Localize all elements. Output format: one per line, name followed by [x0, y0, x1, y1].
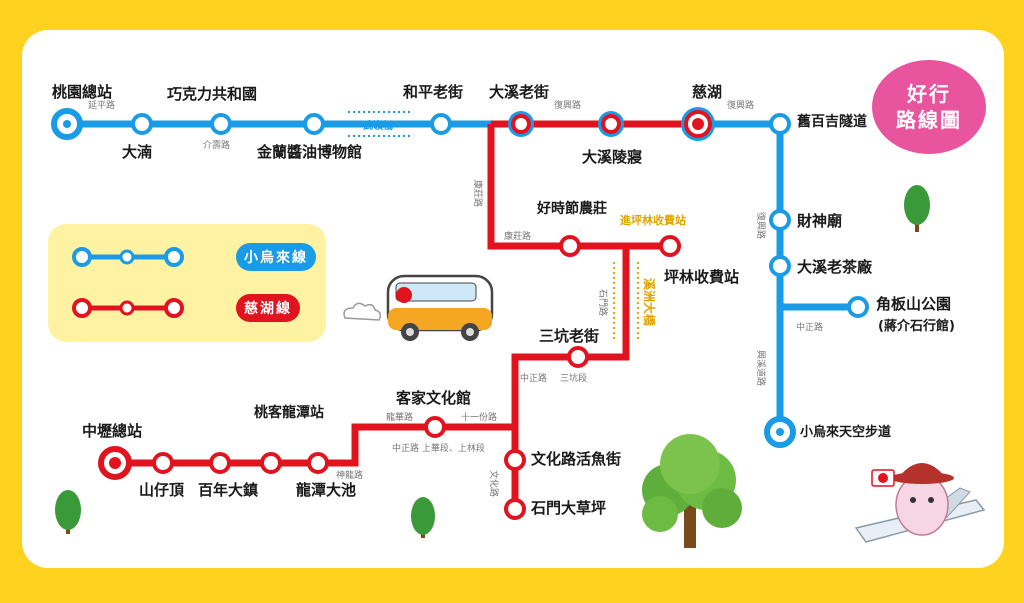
label-jiubaiji: 舊百吉隧道	[797, 113, 867, 130]
road-jieshou: 介壽路	[203, 139, 230, 151]
route-map-badge: 好行 路線圖	[872, 60, 986, 154]
station-node-taoke[interactable]	[260, 452, 282, 474]
station-node-daxi-mausoleum[interactable]	[601, 114, 621, 134]
bridge-pinglin-toll: 進坪林收費站	[620, 213, 686, 227]
road-fuxing-1: 復興路	[554, 99, 581, 111]
legend-red-node	[164, 298, 184, 318]
station-node-longtan-pond[interactable]	[307, 452, 329, 474]
station-core-cihu	[692, 118, 704, 130]
station-core-zhongli	[109, 457, 121, 469]
legend: 小烏來線 慈湖線	[48, 224, 326, 342]
station-node-shimen[interactable]	[504, 498, 526, 520]
tree-icon	[411, 497, 435, 538]
road-sankeng: 三坑段	[560, 372, 587, 384]
road-xingxi: 興溪道路	[755, 350, 767, 386]
station-core-xiaowulai	[776, 428, 784, 436]
label-daxi-street: 大溪老街	[489, 83, 549, 101]
station-node-dapu[interactable]	[131, 113, 153, 135]
station-node-daxi-tea[interactable]	[769, 255, 791, 277]
station-node-chocolate[interactable]	[210, 113, 232, 135]
station-node-wenhua-fish[interactable]	[504, 449, 526, 471]
legend-red-label: 慈湖線	[236, 294, 300, 322]
station-node-caishen[interactable]	[769, 209, 791, 231]
station-node-heping[interactable]	[430, 113, 452, 135]
label-xiaowulai: 小烏來天空步道	[800, 424, 891, 440]
label-daxi-mausoleum: 大溪陵寢	[582, 148, 642, 166]
label-shimen: 石門大草坪	[530, 499, 606, 517]
legend-red-node	[72, 298, 92, 318]
label-taoyuan: 桃園總站	[52, 83, 112, 101]
bus-mascot-icon	[396, 287, 412, 303]
label-hakka: 客家文化館	[395, 389, 471, 407]
bridge-xizhou: 溪洲大橋	[642, 278, 657, 327]
station-node-jiaobanshan[interactable]	[847, 296, 869, 318]
label-wenhua-fish: 文化路活魚街	[531, 450, 621, 468]
station-node-jiubaiji[interactable]	[769, 113, 791, 135]
station-node-shanzaiding[interactable]	[152, 452, 174, 474]
legend-graphic	[72, 247, 184, 318]
legend-blue-node	[164, 247, 184, 267]
label-dapu: 大湳	[122, 143, 152, 161]
road-kangzhuang-h: 康莊路	[504, 230, 531, 242]
station-node-hakka[interactable]	[424, 416, 446, 438]
bus-window-icon	[395, 282, 477, 302]
label-jiaobanshan-sub: (蔣介石行館)	[878, 318, 955, 334]
road-wenhua: 文化路	[488, 470, 500, 497]
road-longhua: 龍華路	[386, 411, 413, 423]
station-node-sankeng[interactable]	[567, 346, 589, 368]
label-sankeng: 三坑老街	[539, 327, 599, 345]
mascot-illustration	[854, 463, 986, 543]
station-node-daxi-street[interactable]	[511, 114, 531, 134]
station-node-bainian[interactable]	[209, 452, 231, 474]
station-node-haoshijie[interactable]	[559, 235, 581, 257]
label-jiaobanshan: 角板山公園	[876, 295, 951, 313]
tree-icon	[55, 490, 81, 534]
red-route-kangzhuang	[487, 124, 670, 250]
label-shanzaiding: 山仔頂	[139, 481, 185, 499]
station-node-soy-museum[interactable]	[303, 113, 325, 135]
badge-line2: 路線圖	[896, 108, 962, 132]
label-soy-museum: 金蘭醬油博物館	[256, 143, 362, 161]
label-caishen: 財神廟	[796, 212, 842, 230]
road-fuxing-2: 復興路	[727, 99, 754, 111]
station-core-taoyuan	[63, 120, 71, 128]
road-zhongzheng-shanghua: 中正路 上華段、上林段	[392, 442, 485, 454]
bridge-wuling: 武嶺橋	[363, 119, 394, 132]
bus-hub-icon	[466, 328, 474, 336]
label-pinglin: 坪林收費站	[664, 268, 739, 286]
label-daxi-tea: 大溪老茶廠	[797, 258, 873, 276]
badge-line1: 好行	[907, 82, 951, 106]
road-fuxing-3: 復興路	[755, 212, 767, 239]
bus-hub-icon	[406, 328, 414, 336]
road-shifen: 十一份路	[461, 411, 497, 423]
road-zhongzheng-south: 中正路	[520, 372, 547, 384]
label-cihu: 慈湖	[692, 83, 722, 101]
legend-blue-node	[72, 247, 92, 267]
road-shennong: 神龍路	[336, 469, 363, 481]
label-heping: 和平老街	[403, 83, 463, 101]
legend-blue-label: 小烏來線	[236, 243, 316, 271]
label-taoke: 桃客龍潭站	[254, 404, 324, 421]
label-zhongli: 中壢總站	[82, 422, 142, 440]
large-tree-icon	[642, 434, 742, 548]
legend-blue-node	[119, 249, 135, 265]
label-chocolate: 巧克力共和國	[167, 85, 257, 103]
legend-red-node	[119, 300, 135, 316]
road-kangzhuang-v: 康莊路	[472, 180, 484, 207]
road-zhongzheng-east: 中正路	[796, 321, 823, 333]
road-shimen: 石門路	[597, 289, 609, 316]
exhaust-cloud-icon	[343, 302, 382, 321]
road-yanping: 延平路	[88, 99, 115, 111]
bus-illustration	[343, 274, 494, 341]
label-haoshijie: 好時節農莊	[536, 200, 607, 217]
label-bainian: 百年大鎮	[198, 481, 258, 499]
tree-icon	[904, 185, 930, 232]
station-node-pinglin[interactable]	[659, 235, 681, 257]
label-longtan-pond: 龍潭大池	[296, 481, 356, 499]
